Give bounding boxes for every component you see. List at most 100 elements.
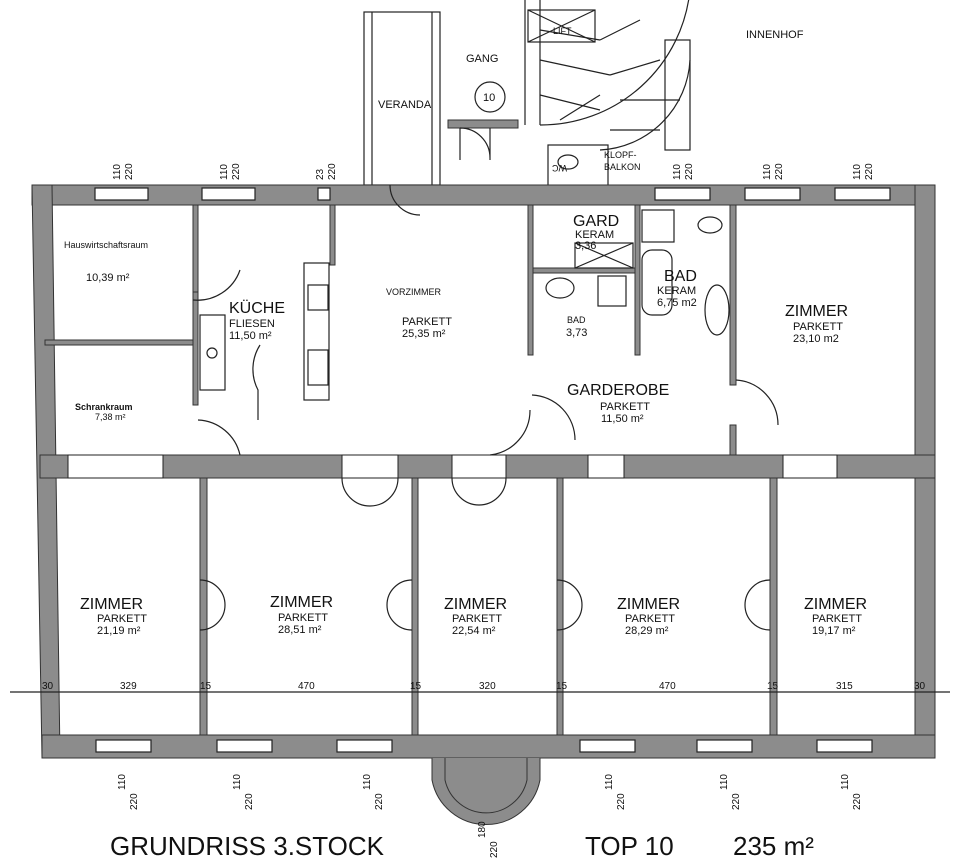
svg-text:110: 110	[762, 164, 773, 180]
dim-label: 470	[659, 681, 676, 692]
room-zimmer-1: ZIMMER PARKETT 21,19 m²	[80, 596, 147, 637]
svg-text:110: 110	[232, 774, 243, 790]
svg-text:BAD: BAD	[664, 268, 697, 285]
svg-text:ZIMMER: ZIMMER	[804, 596, 867, 613]
svg-text:180: 180	[477, 821, 488, 838]
svg-text:BAD: BAD	[567, 315, 586, 325]
stove-icon	[307, 284, 329, 311]
sink-icon	[545, 277, 575, 299]
room-gard: GARD KERAM 3,36	[573, 213, 619, 252]
room-zimmer-3: ZIMMER PARKETT 22,54 m²	[444, 596, 507, 637]
room-schrankraum: Schrankraum 7,38 m²	[75, 402, 133, 422]
svg-text:220: 220	[244, 793, 255, 810]
room-bad: BAD KERAM 6,75 m2	[657, 268, 697, 309]
svg-text:220: 220	[774, 163, 785, 180]
svg-text:110: 110	[117, 774, 128, 790]
room-zimmer-4: ZIMMER PARKETT 28,29 m²	[617, 596, 680, 637]
room-zimmer-2: ZIMMER PARKETT 28,51 m²	[270, 594, 333, 636]
svg-text:KERAM: KERAM	[575, 229, 614, 241]
svg-text:GARDEROBE: GARDEROBE	[567, 382, 669, 399]
bath-fixtures	[545, 209, 730, 336]
toilet-icon	[697, 216, 723, 234]
dim-label: 15	[410, 681, 422, 692]
svg-text:220: 220	[231, 163, 242, 180]
dim-label: 15	[767, 681, 779, 692]
staircase: LIFT	[524, 0, 691, 151]
svg-text:23: 23	[315, 168, 326, 180]
klopfbalkon-line1: KLOPF-	[604, 150, 637, 160]
svg-text:25,35 m²: 25,35 m²	[402, 328, 446, 340]
svg-text:220: 220	[864, 163, 875, 180]
room-bad-small: BAD 3,73	[566, 315, 587, 339]
svg-text:ZIMMER: ZIMMER	[617, 596, 680, 613]
svg-text:110: 110	[219, 164, 230, 180]
dim-label: 315	[836, 681, 853, 692]
dim-label: 470	[298, 681, 315, 692]
wc: WC KLOPF- BALKON	[547, 144, 641, 188]
svg-text:10,39 m²: 10,39 m²	[86, 272, 130, 284]
svg-text:GARD: GARD	[573, 213, 619, 230]
unit-number: 10	[483, 92, 495, 104]
toilet-icon	[557, 154, 579, 170]
svg-text:ZIMMER: ZIMMER	[785, 303, 848, 320]
lift	[527, 9, 596, 43]
door	[459, 127, 491, 160]
svg-text:220: 220	[852, 793, 863, 810]
svg-text:220: 220	[129, 793, 140, 810]
svg-text:110: 110	[604, 774, 615, 790]
room-kueche: KÜCHE FLIESEN 11,50 m²	[229, 299, 285, 342]
svg-text:Schrankraum: Schrankraum	[75, 402, 133, 412]
svg-text:22,54 m²: 22,54 m²	[452, 625, 496, 637]
room-garderobe: GARDEROBE PARKETT 11,50 m²	[567, 382, 669, 425]
shower-icon	[597, 275, 627, 307]
sink-icon	[307, 349, 329, 386]
svg-text:110: 110	[112, 164, 123, 180]
dim-label: 320	[479, 681, 496, 692]
svg-text:ZIMMER: ZIMMER	[270, 594, 333, 611]
svg-text:19,17 m²: 19,17 m²	[812, 625, 856, 637]
total-area: 235 m²	[733, 831, 814, 861]
svg-text:21,19 m²: 21,19 m²	[97, 625, 141, 637]
svg-text:PARKETT: PARKETT	[793, 321, 843, 333]
svg-text:110: 110	[672, 164, 683, 180]
svg-text:KERAM: KERAM	[657, 285, 696, 297]
svg-text:220: 220	[124, 163, 135, 180]
svg-text:PARKETT: PARKETT	[600, 401, 650, 413]
dim-label: 30	[914, 681, 926, 692]
svg-text:28,29 m²: 28,29 m²	[625, 625, 669, 637]
svg-text:PARKETT: PARKETT	[625, 613, 675, 625]
shower-icon	[641, 209, 675, 243]
svg-text:KÜCHE: KÜCHE	[229, 299, 285, 317]
veranda: VERANDA	[363, 11, 441, 186]
svg-text:7,38 m²: 7,38 m²	[95, 412, 126, 422]
kitchen-counter	[303, 262, 330, 401]
plan-title: GRUNDRISS 3.STOCK	[110, 831, 385, 861]
svg-text:110: 110	[852, 164, 863, 180]
svg-text:Hauswirtschaftsraum: Hauswirtschaftsraum	[64, 240, 148, 250]
svg-text:23,10 m2: 23,10 m2	[793, 333, 839, 345]
svg-text:PARKETT: PARKETT	[452, 613, 502, 625]
klopfbalkon-line2: BALKON	[604, 162, 641, 172]
svg-text:110: 110	[840, 774, 851, 790]
lift-label: LIFT	[553, 26, 572, 36]
svg-text:PARKETT: PARKETT	[812, 613, 862, 625]
bathtub-icon	[641, 249, 673, 316]
storage-icon	[574, 242, 634, 269]
svg-text:110: 110	[719, 774, 730, 790]
svg-text:ZIMMER: ZIMMER	[80, 596, 143, 613]
corridor-openings	[67, 184, 838, 631]
wc-label: WC	[552, 163, 567, 173]
svg-text:ZIMMER: ZIMMER	[444, 596, 507, 613]
window-labels-top: 110 220 110 220 23 220 110 220 110 220 1…	[112, 163, 875, 180]
innenhof-label: INNENHOF	[746, 29, 804, 41]
unit-number-circle	[474, 81, 506, 113]
room-zimmer-ne: ZIMMER PARKETT 23,10 m2	[785, 303, 848, 345]
dim-label: 15	[556, 681, 568, 692]
svg-text:220: 220	[616, 793, 627, 810]
svg-text:11,50 m²: 11,50 m²	[601, 413, 644, 425]
svg-text:3,73: 3,73	[566, 327, 587, 339]
dim-label: 30	[42, 681, 54, 692]
windows-bottom	[95, 739, 873, 825]
svg-text:PARKETT: PARKETT	[278, 612, 328, 624]
